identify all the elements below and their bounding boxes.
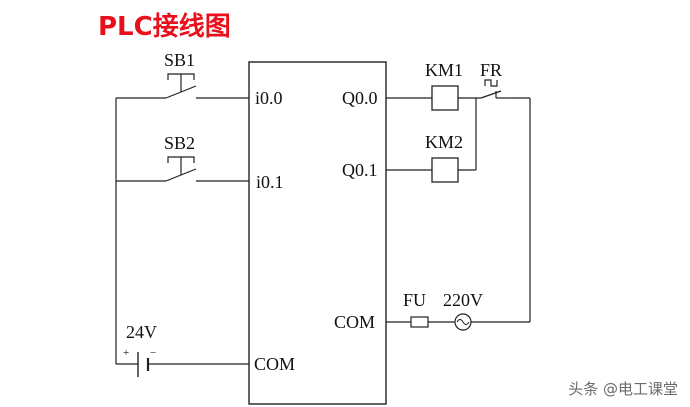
input-i00-label: i0.0	[255, 88, 283, 108]
output-q00-label: Q0.0	[342, 88, 378, 108]
sb2-button	[116, 156, 249, 182]
km1-coil	[386, 85, 481, 111]
output-q01-label: Q0.1	[342, 160, 378, 180]
km2-label: KM2	[425, 132, 463, 152]
battery-plus-label: +	[123, 347, 129, 359]
sb1-button	[116, 73, 249, 99]
battery-24v	[115, 350, 249, 377]
ac-source-220v	[454, 313, 530, 331]
fuse-fu	[386, 316, 455, 328]
sb1-label: SB1	[164, 50, 195, 70]
km1-label: KM1	[425, 60, 463, 80]
watermark: 头条 @电工课堂	[568, 380, 678, 398]
output-com-label: COM	[334, 312, 375, 332]
plc-box	[248, 61, 387, 405]
fr-contact	[480, 79, 530, 99]
battery-minus-label: −	[150, 347, 156, 359]
input-i01-label: i0.1	[256, 172, 284, 192]
voltage-220v-label: 220V	[443, 290, 483, 310]
km2-coil	[386, 98, 477, 183]
input-com-label: COM	[254, 354, 295, 374]
fr-label: FR	[480, 60, 502, 80]
diagram-title: PLC接线图	[98, 12, 231, 42]
voltage-24v-label: 24V	[126, 322, 157, 342]
sb2-label: SB2	[164, 133, 195, 153]
fu-label: FU	[403, 290, 426, 310]
